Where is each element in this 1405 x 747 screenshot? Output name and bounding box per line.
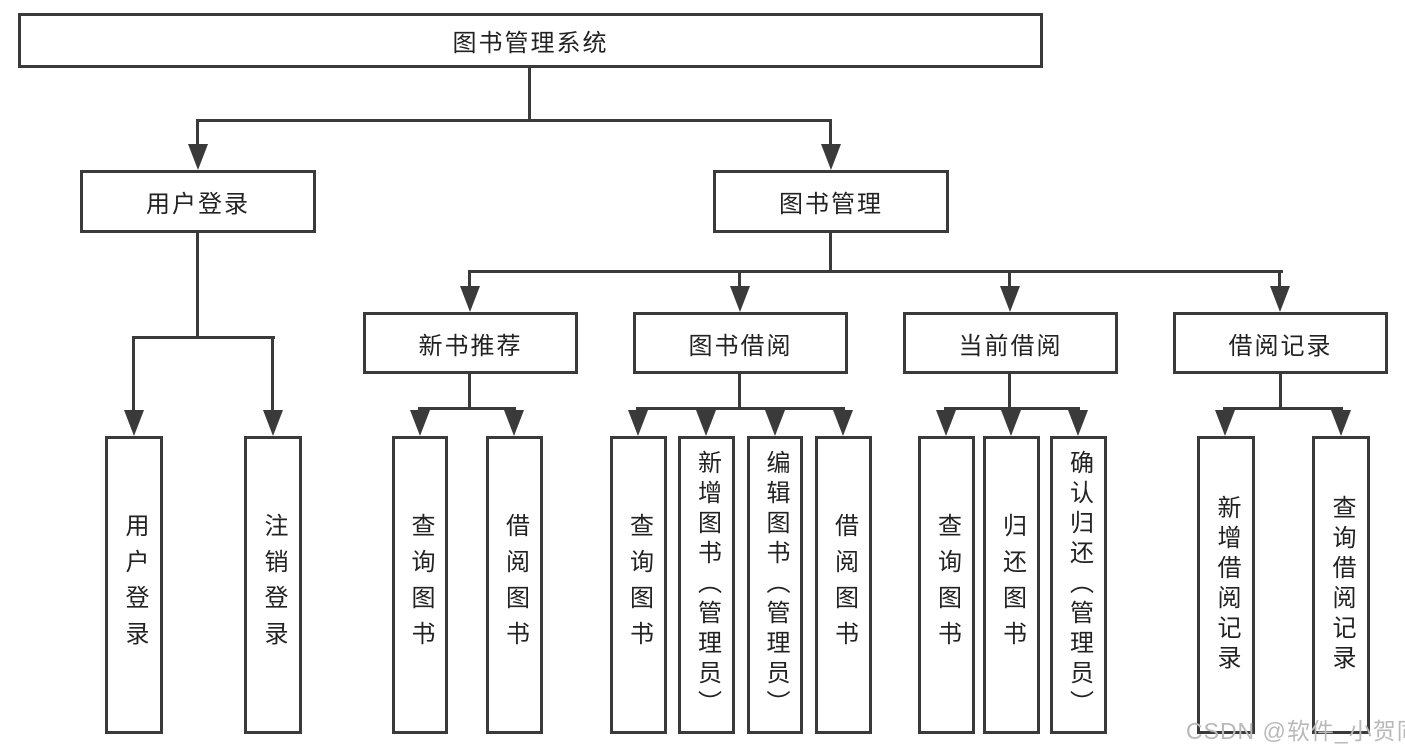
- arrowhead-down-icon: [833, 410, 853, 436]
- arrowhead-down-icon: [1068, 410, 1088, 436]
- connector-vline: [468, 270, 471, 288]
- connector-vline: [271, 336, 274, 412]
- arrowhead-down-icon: [188, 144, 208, 170]
- leaf-label: 注销登录: [260, 513, 287, 657]
- arrowhead-down-icon: [460, 286, 480, 312]
- connector-vline: [468, 374, 471, 407]
- leaf-br-query-borrow-record: 查询借阅记录: [1312, 436, 1370, 734]
- leaf-label: 归还图书: [998, 513, 1026, 657]
- connector-hline: [418, 407, 516, 410]
- connector-vline: [1278, 270, 1281, 288]
- leaf-label: 查询图书: [407, 513, 434, 657]
- arrowhead-down-icon: [1215, 410, 1235, 436]
- arrowhead-down-icon: [124, 410, 144, 436]
- arrowhead-down-icon: [730, 286, 750, 312]
- node-book-borrowing: 图书借阅: [633, 312, 848, 374]
- leaf-label: 用户登录: [121, 513, 148, 657]
- arrowhead-down-icon: [263, 410, 283, 436]
- connector-vline: [196, 119, 199, 148]
- node-label: 图书管理: [779, 191, 883, 218]
- node-label: 图书借阅: [688, 332, 793, 360]
- connector-hline: [944, 407, 1080, 410]
- node-label: 新书推荐: [418, 332, 523, 360]
- arrowhead-down-icon: [821, 144, 841, 170]
- leaf-nbr-borrow-books: 借阅图书: [486, 436, 543, 734]
- connector-vline: [1279, 374, 1282, 407]
- connector-hline: [132, 336, 275, 339]
- arrowhead-down-icon: [410, 410, 430, 436]
- leaf-bb-borrow-books: 借阅图书: [815, 436, 872, 734]
- leaf-nbr-query-books: 查询图书: [392, 436, 448, 734]
- leaf-label: 新增图书（管理员）: [693, 450, 721, 720]
- connector-vline: [738, 374, 741, 407]
- connector-vline: [829, 233, 832, 270]
- leaf-label: 新增借阅记录: [1213, 495, 1240, 675]
- arrowhead-down-icon: [765, 410, 785, 436]
- arrowhead-down-icon: [1270, 286, 1290, 312]
- node-label: 当前借阅: [958, 332, 1063, 360]
- connector-vline: [132, 336, 135, 412]
- connector-vline: [1008, 270, 1011, 288]
- node-label: 用户登录: [146, 191, 250, 218]
- arrowhead-down-icon: [628, 410, 648, 436]
- arrowhead-down-icon: [1331, 410, 1351, 436]
- leaf-bb-query-books: 查询图书: [610, 436, 667, 734]
- leaf-cb-query-books: 查询图书: [918, 436, 975, 734]
- arrowhead-down-icon: [696, 410, 716, 436]
- connector-hline: [636, 407, 845, 410]
- node-current-borrowing: 当前借阅: [903, 312, 1118, 374]
- connector-vline: [1008, 374, 1011, 407]
- leaf-label: 借阅图书: [501, 513, 529, 657]
- leaf-bb-add-books-admin: 新增图书（管理员）: [678, 436, 735, 734]
- connector-hline: [196, 119, 832, 122]
- leaf-bb-edit-books-admin: 编辑图书（管理员）: [747, 436, 803, 734]
- arrowhead-down-icon: [1000, 286, 1020, 312]
- connector-hline: [468, 270, 1283, 273]
- leaf-label: 借阅图书: [830, 513, 858, 657]
- leaf-logout: 注销登录: [244, 436, 302, 734]
- leaf-label: 确认归还（管理员）: [1065, 450, 1093, 720]
- leaf-user-login: 用户登录: [105, 436, 163, 734]
- leaf-cb-confirm-return-admin: 确认归还（管理员）: [1050, 436, 1107, 734]
- arrowhead-down-icon: [504, 410, 524, 436]
- connector-vline: [196, 233, 199, 336]
- connector-hline: [1223, 407, 1343, 410]
- arrowhead-down-icon: [1001, 410, 1021, 436]
- node-new-book-recommend: 新书推荐: [363, 312, 578, 374]
- node-book-management: 图书管理: [713, 170, 949, 233]
- connector-vline: [829, 119, 832, 148]
- node-label: 图书管理系统: [452, 30, 609, 57]
- leaf-cb-return-books: 归还图书: [983, 436, 1040, 734]
- node-library-system: 图书管理系统: [18, 13, 1043, 68]
- leaf-label: 查询图书: [625, 513, 653, 657]
- arrowhead-down-icon: [936, 410, 956, 436]
- node-borrowing-records: 借阅记录: [1173, 312, 1388, 374]
- leaf-label: 编辑图书（管理员）: [762, 450, 789, 720]
- node-label: 借阅记录: [1228, 332, 1333, 360]
- leaf-br-add-borrow-record: 新增借阅记录: [1197, 436, 1255, 734]
- csdn-watermark: CSDN @软件_小贺同学: [1186, 718, 1405, 744]
- node-user-login: 用户登录: [80, 170, 316, 233]
- connector-vline: [738, 270, 741, 288]
- leaf-label: 查询图书: [933, 513, 961, 657]
- leaf-label: 查询借阅记录: [1328, 495, 1355, 675]
- connector-vline: [528, 68, 531, 119]
